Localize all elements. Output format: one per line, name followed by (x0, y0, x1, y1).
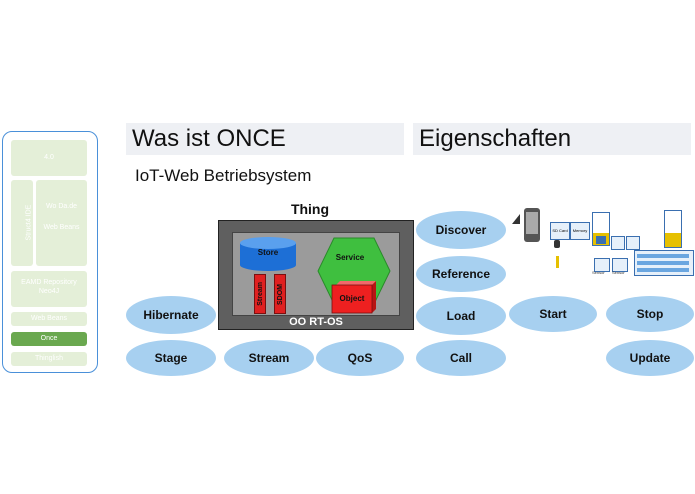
stream-bar: Stream (254, 274, 266, 314)
battery-device-icon-2 (664, 210, 682, 248)
nav-item-thinglish[interactable]: Thinglish (11, 352, 87, 366)
module-icon (611, 236, 625, 250)
nav-item-label: Web Beans (43, 224, 80, 232)
nav-item-label: Web Beans (30, 315, 68, 322)
sensor-label-2: Sensor (612, 270, 625, 275)
phone-icon (524, 208, 540, 242)
stage-ellipse[interactable]: Stage (126, 340, 216, 376)
signal-icon (512, 214, 520, 224)
nav-item-label: Wo Da.de (46, 203, 77, 210)
sensor-label: Sensor (592, 270, 605, 275)
stream-label: Stream (256, 282, 264, 306)
heading-was-ist-once: Was ist ONCE (126, 123, 404, 155)
nav-item-label: Struct4 IDE (25, 204, 33, 241)
nav-item-label: 4.0 (44, 154, 54, 161)
store-label: Store (257, 248, 279, 257)
nav-item-eamd-repository[interactable]: EAMD Repository Neo4J (11, 271, 87, 307)
stream-ellipse[interactable]: Stream (224, 340, 314, 376)
stop-ellipse[interactable]: Stop (606, 296, 694, 332)
chip-icon (596, 236, 606, 244)
call-ellipse[interactable]: Call (416, 340, 506, 376)
sdom-bar: SDOM (274, 274, 286, 314)
heading-eigenschaften: Eigenschaften (413, 123, 691, 155)
hibernate-ellipse[interactable]: Hibernate (126, 296, 216, 334)
nav-item-woda-webbeans[interactable]: Wo Da.de Web Beans (36, 180, 87, 266)
reference-ellipse[interactable]: Reference (416, 256, 506, 292)
nav-item-40[interactable]: 4.0 (11, 140, 87, 176)
qos-ellipse[interactable]: QoS (316, 340, 404, 376)
board-icon (634, 250, 694, 276)
os-label: OO RT-OS (289, 316, 343, 328)
key-icon (556, 256, 559, 268)
discover-ellipse[interactable]: Discover (416, 211, 506, 249)
object-label: Object (339, 294, 365, 303)
start-ellipse[interactable]: Start (509, 296, 597, 332)
sd-card-icon: SD Card (550, 222, 570, 240)
object-cube (331, 281, 376, 314)
nav-item-once[interactable]: Once (11, 332, 87, 346)
sensor-icon (594, 258, 610, 272)
usb-icon (554, 240, 560, 248)
service-label: Service (335, 253, 365, 262)
nav-item-label: EAMD Repository Neo4J (21, 279, 77, 296)
nav-item-label: Thinglish (34, 355, 63, 362)
module-icon-2 (626, 236, 640, 250)
update-ellipse[interactable]: Update (606, 340, 694, 376)
sdom-label: SDOM (276, 283, 284, 305)
memory-icon: Memory (570, 222, 590, 240)
subtitle: IoT-Web Betriebsystem (135, 166, 312, 185)
nav-item-web-beans[interactable]: Web Beans (11, 312, 87, 326)
device-illustration: SD Card Memory Sensor Sensor (512, 206, 694, 282)
store-cylinder (240, 237, 296, 271)
diagram-title: Thing (290, 201, 330, 217)
nav-item-label: Once (40, 335, 58, 342)
sensor-icon-2 (612, 258, 628, 272)
load-ellipse[interactable]: Load (416, 297, 506, 335)
navigation-panel: 4.0 Struct4 IDE Wo Da.de Web Beans EAMD … (2, 131, 98, 373)
nav-item-struct4-ide[interactable]: Struct4 IDE (11, 180, 33, 266)
